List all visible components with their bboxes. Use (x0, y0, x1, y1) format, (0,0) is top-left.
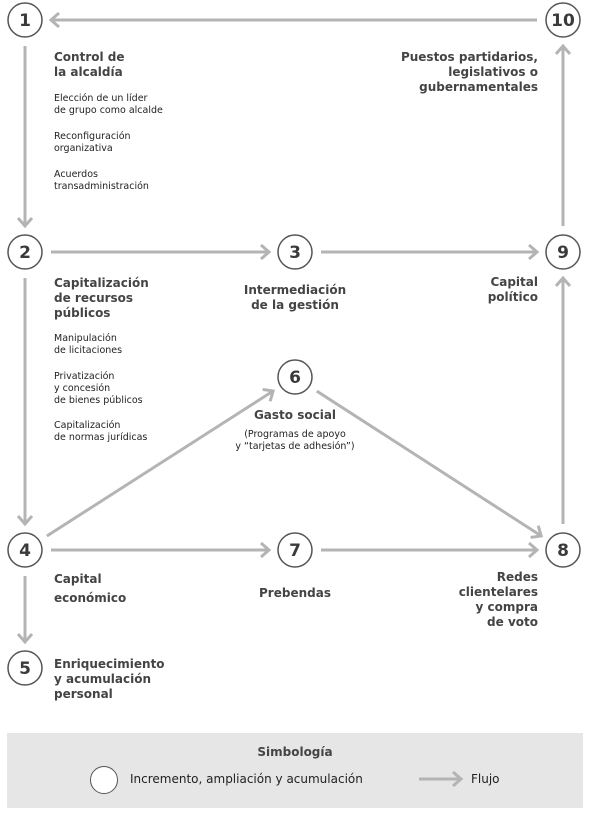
node-8-circle (545, 532, 581, 568)
node-8-number: 8 (557, 541, 569, 561)
arrow-6-to-8 (316, 389, 544, 539)
node-1: 1 (7, 2, 43, 38)
node-10-number: 10 (551, 11, 575, 31)
node-6-number: 6 (289, 368, 301, 388)
nodes-layer: 1 2 3 4 5 6 7 8 9 10 (7, 2, 581, 686)
legend-title: Simbología (257, 745, 333, 759)
node-10-circle (545, 2, 581, 38)
node-6: 6 (277, 359, 313, 395)
arrow-4-to-5 (16, 576, 34, 645)
node-4: 4 (7, 532, 43, 568)
node-7: 7 (277, 532, 313, 568)
node-4-number: 4 (19, 541, 31, 561)
arrow-10-to-1 (48, 11, 537, 29)
arrow-1-to-2 (16, 46, 34, 229)
node-7-number: 7 (289, 541, 301, 561)
arrow-8-to-9 (554, 275, 572, 524)
node-1-circle (7, 2, 43, 38)
arrow-2-to-4 (16, 278, 34, 527)
node-1-number: 1 (19, 11, 31, 31)
node-3: 3 (277, 234, 313, 270)
node-10: 10 (545, 2, 581, 38)
node-9-number: 9 (557, 243, 569, 263)
arrow-7-to-8 (321, 541, 540, 559)
node-5-circle (7, 650, 43, 686)
arrow-9-to-10 (554, 43, 572, 226)
node-9: 9 (545, 234, 581, 270)
node-2-circle (7, 234, 43, 270)
node-2-number: 2 (19, 243, 31, 263)
arrow-4-to-7 (51, 541, 272, 559)
legend-arrow-label: Flujo (471, 772, 500, 786)
node-9-circle (545, 234, 581, 270)
legend-circle-label: Incremento, ampliación y acumulación (130, 772, 363, 786)
node-8: 8 (545, 532, 581, 568)
legend-circle-icon (90, 766, 118, 794)
edges-layer (16, 11, 572, 645)
node-5-number: 5 (19, 659, 31, 679)
node-3-number: 3 (289, 243, 301, 263)
node-7-circle (277, 532, 313, 568)
node-4-circle (7, 532, 43, 568)
legend: Simbología Incremento, ampliación y acum… (7, 733, 583, 808)
arrow-2-to-3 (51, 243, 272, 261)
node-6-title: Gasto social (253, 408, 337, 422)
node-3-circle (277, 234, 313, 270)
legend-arrow-icon (419, 771, 464, 787)
node-5: 5 (7, 650, 43, 686)
arrow-3-to-9 (321, 243, 540, 261)
node-2: 2 (7, 234, 43, 270)
arrow-4-to-6 (46, 387, 276, 538)
node-7-title: Prebendas (259, 586, 331, 600)
node-6-circle (277, 359, 313, 395)
